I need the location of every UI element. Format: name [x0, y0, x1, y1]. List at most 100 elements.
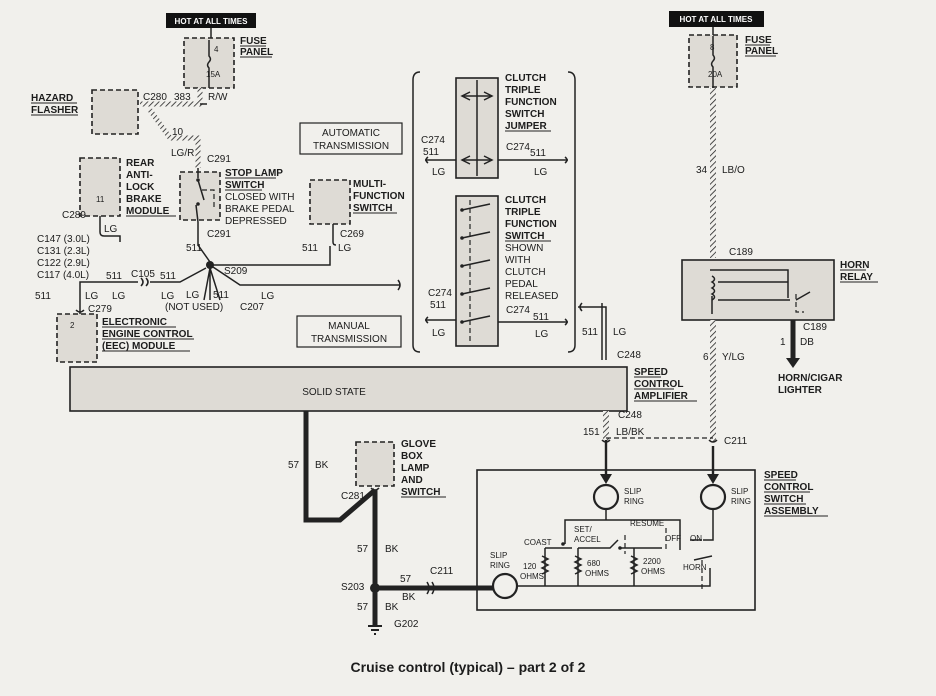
svg-text:C269: C269 [340, 229, 364, 240]
svg-text:LG: LG [85, 291, 99, 302]
svg-text:20A: 20A [708, 70, 723, 79]
svg-text:511: 511 [530, 148, 546, 159]
svg-text:C291: C291 [207, 229, 231, 240]
svg-text:57: 57 [357, 544, 369, 555]
svg-text:TRANSMISSION: TRANSMISSION [313, 141, 389, 152]
svg-text:HAZARD: HAZARD [31, 93, 73, 104]
svg-text:383: 383 [174, 92, 191, 103]
svg-text:SHOWN: SHOWN [505, 243, 543, 254]
svg-text:C189: C189 [803, 322, 827, 333]
diagram-caption: Cruise control (typical) – part 2 of 2 [351, 659, 586, 675]
svg-text:ASSEMBLY: ASSEMBLY [764, 506, 819, 517]
svg-text:C274: C274 [506, 305, 530, 316]
svg-text:HOT AT ALL TIMES: HOT AT ALL TIMES [175, 17, 249, 26]
svg-text:REAR: REAR [126, 158, 155, 169]
svg-text:RESUME: RESUME [630, 519, 664, 528]
svg-text:BK: BK [385, 602, 399, 613]
svg-text:OHMS: OHMS [585, 569, 609, 578]
fuse-panel-left: 4 15A [183, 37, 235, 89]
svg-text:BRAKE: BRAKE [126, 194, 162, 205]
svg-text:PANEL: PANEL [745, 46, 778, 57]
svg-text:RELAY: RELAY [840, 272, 873, 283]
svg-text:CLUTCH: CLUTCH [505, 267, 546, 278]
speed-control-amplifier: SOLID STATE [69, 366, 628, 412]
svg-text:57: 57 [400, 574, 412, 585]
svg-text:TRANSMISSION: TRANSMISSION [311, 334, 387, 345]
svg-text:2: 2 [70, 321, 75, 330]
svg-text:COAST: COAST [524, 538, 552, 547]
fuse-panel-right-label: FUSE [745, 35, 772, 46]
speed-control-switch-assembly [476, 469, 756, 611]
svg-text:57: 57 [357, 602, 369, 613]
svg-text:RING: RING [490, 561, 510, 570]
svg-text:34: 34 [696, 165, 708, 176]
svg-text:AND: AND [401, 475, 423, 486]
svg-text:C279: C279 [88, 304, 112, 315]
svg-text:SPEED: SPEED [634, 367, 668, 378]
svg-text:RELEASED: RELEASED [505, 291, 558, 302]
svg-text:FUNCTION: FUNCTION [353, 191, 405, 202]
svg-text:BRAKE PEDAL: BRAKE PEDAL [225, 204, 295, 215]
svg-text:4: 4 [214, 45, 219, 54]
svg-text:6: 6 [703, 352, 709, 363]
svg-text:SWITCH: SWITCH [225, 180, 264, 191]
svg-text:G202: G202 [394, 619, 419, 630]
svg-text:LAMP: LAMP [401, 463, 430, 474]
svg-text:LG: LG [112, 291, 126, 302]
svg-text:HOT AT ALL TIMES: HOT AT ALL TIMES [680, 15, 754, 24]
svg-text:FLASHER: FLASHER [31, 105, 79, 116]
svg-text:HORN: HORN [683, 563, 707, 572]
svg-text:MULTI-: MULTI- [353, 179, 386, 190]
svg-text:(NOT USED): (NOT USED) [165, 302, 223, 313]
svg-text:SLIP: SLIP [490, 551, 507, 560]
svg-text:(EEC) MODULE: (EEC) MODULE [102, 341, 176, 352]
rear-antilock-brake-module: 11 [79, 157, 121, 217]
svg-text:15A: 15A [206, 70, 221, 79]
svg-text:SOLID STATE: SOLID STATE [302, 387, 366, 398]
svg-text:LB/BK: LB/BK [616, 427, 645, 438]
svg-text:MANUAL: MANUAL [328, 321, 370, 332]
svg-text:SWITCH: SWITCH [505, 109, 544, 120]
svg-text:511: 511 [186, 243, 202, 254]
svg-text:C211: C211 [724, 436, 748, 447]
eec-module: 2 [56, 313, 98, 363]
svg-text:LG: LG [104, 224, 118, 235]
svg-text:SWITCH: SWITCH [505, 231, 544, 242]
svg-text:OFF: OFF [665, 534, 681, 543]
svg-text:10: 10 [172, 127, 184, 138]
svg-text:LG: LG [432, 328, 446, 339]
svg-text:ANTI-: ANTI- [126, 170, 153, 181]
svg-text:2200: 2200 [643, 557, 661, 566]
svg-text:151: 151 [583, 427, 600, 438]
svg-text:511: 511 [213, 290, 229, 301]
svg-text:CLOSED WITH: CLOSED WITH [225, 192, 294, 203]
automatic-transmission-box: AUTOMATIC TRANSMISSION [299, 122, 403, 155]
svg-text:LOCK: LOCK [126, 182, 155, 193]
svg-text:C211: C211 [430, 566, 454, 577]
svg-text:BK: BK [402, 592, 416, 603]
connector-c147: C147 (3.0L) [37, 234, 90, 245]
svg-text:OHMS: OHMS [520, 572, 544, 581]
svg-text:C274: C274 [421, 135, 445, 146]
svg-text:PANEL: PANEL [240, 47, 273, 58]
svg-text:SET/: SET/ [574, 525, 593, 534]
svg-text:511: 511 [430, 300, 446, 311]
svg-text:SLIP: SLIP [624, 487, 641, 496]
connector-c117: C117 (4.0L) [37, 270, 89, 281]
svg-text:TRIPLE: TRIPLE [505, 85, 541, 96]
hazard-flasher [91, 89, 139, 135]
manual-transmission-box: MANUAL TRANSMISSION [296, 315, 402, 348]
clutch-switch [455, 195, 499, 347]
svg-text:C207: C207 [240, 302, 264, 313]
svg-text:SPEED: SPEED [764, 470, 798, 481]
svg-text:C274: C274 [506, 142, 530, 153]
svg-text:AMPLIFIER: AMPLIFIER [634, 391, 689, 402]
svg-text:RING: RING [731, 497, 751, 506]
svg-text:680: 680 [587, 559, 601, 568]
svg-text:JUMPER: JUMPER [505, 121, 547, 132]
svg-text:LB/O: LB/O [722, 165, 745, 176]
svg-text:AUTOMATIC: AUTOMATIC [322, 128, 380, 139]
svg-text:LG: LG [186, 290, 200, 301]
svg-text:C189: C189 [729, 247, 753, 258]
